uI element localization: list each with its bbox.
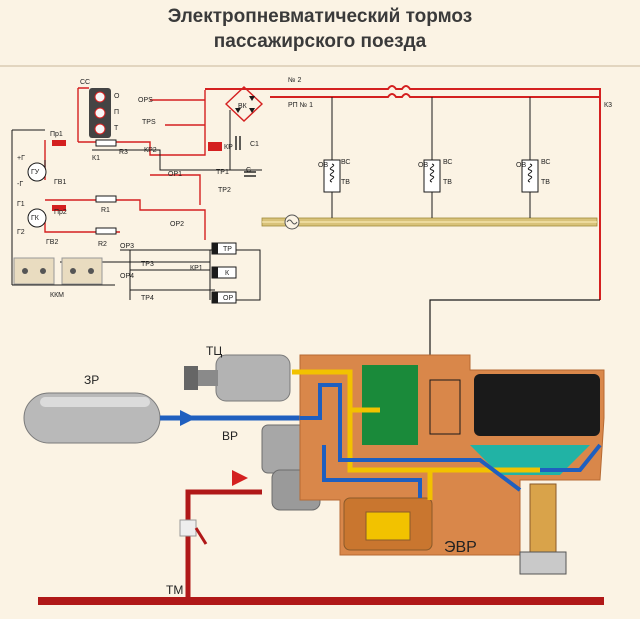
label-wire-2: № 2 [288, 77, 301, 84]
label-tp4: ТР4 [141, 295, 154, 302]
label-gu: ГУ [31, 169, 40, 176]
label-gv1: ГВ1 [54, 179, 66, 186]
label-k1: К1 [92, 155, 100, 162]
label-r3: R3 [119, 149, 128, 156]
title-line-2: пассажирского поезда [213, 31, 427, 52]
label-pr1: Пр1 [50, 131, 63, 138]
gu-generator-icon [27, 162, 47, 182]
label-zr: ЗР [84, 373, 99, 387]
brake-pipe-tm [38, 597, 604, 605]
brake-cylinder-tc [215, 354, 291, 402]
label-gk: ГК [31, 215, 40, 222]
evr-green-board [362, 365, 418, 445]
gk-generator-icon [27, 208, 47, 228]
valve-group-3 [521, 97, 539, 218]
resistor-r3 [95, 139, 117, 147]
label-plus-g: +Г [17, 155, 25, 162]
resistor-r1 [95, 195, 117, 203]
label-kr1: КР1 [190, 265, 203, 272]
label-vr: ВР [222, 429, 238, 443]
label-ov-2: ОВ [418, 162, 428, 169]
release-lamp-icon [94, 91, 106, 103]
label-tp3: ТР3 [141, 261, 154, 268]
label-cc: СС [80, 79, 90, 86]
valve-group-2 [423, 97, 441, 218]
label-kr: КР [224, 144, 233, 151]
label-o: О [114, 93, 120, 100]
evr-chamber [474, 374, 600, 436]
end-cock-icon [179, 519, 197, 537]
valve-group-1 [323, 97, 341, 218]
flow-arrow-icon [232, 470, 248, 486]
relay-kr [208, 142, 222, 151]
label-c: С [246, 167, 251, 174]
label-tv-1: ТВ [341, 179, 350, 186]
label-vs-2: ВС [443, 159, 453, 166]
train-wire-1 [270, 93, 600, 98]
label-r2: R2 [98, 241, 107, 248]
rectifier-bridge [224, 86, 264, 122]
label-pr2: Пр2 [54, 209, 67, 216]
label-tc: ТЦ [206, 344, 222, 358]
label-relay-or: ОР [223, 295, 233, 302]
label-tp1: ТР1 [216, 169, 229, 176]
electric-circuit: № 2 РП № 1 К3 СС О П Т OPS TPS Пр1 Пр2 К… [11, 77, 612, 365]
fuse-pr1 [52, 140, 66, 146]
label-minus-g: -Г [17, 181, 23, 188]
label-op1: ОР1 [168, 171, 182, 178]
label-g1: Г1 [17, 201, 25, 208]
label-vs-1: ВС [341, 159, 351, 166]
label-vs-3: ВС [541, 159, 551, 166]
label-evr: ЭВР [444, 539, 477, 556]
label-op4: ОР4 [120, 273, 134, 280]
label-op3: ОР3 [120, 243, 134, 250]
label-tp2: ТР2 [218, 187, 231, 194]
label-r1: R1 [101, 207, 110, 214]
train-wire-2 [205, 85, 601, 300]
resistor-r2 [95, 227, 117, 235]
label-gv2: ГВ2 [46, 239, 58, 246]
label-k3: К3 [604, 102, 612, 109]
flow-arrow-icon [180, 410, 196, 426]
pneumatic-system: ТЦ ЗР ВР ТМ ЭВР [23, 344, 605, 605]
label-tps: TPS [142, 119, 156, 126]
label-ov-1: ОВ [318, 162, 328, 169]
label-t: Т [114, 125, 119, 132]
label-wire-1: РП № 1 [288, 102, 313, 109]
kkm-contactor-2 [61, 257, 103, 285]
label-ops: OPS [138, 97, 153, 104]
label-relay-tr: ТР [223, 246, 232, 253]
label-relay-k: К [225, 270, 230, 277]
label-tv-3: ТВ [541, 179, 550, 186]
title-line-1: Электропневматический тормоз [167, 6, 473, 27]
kkm-contactor-1 [13, 257, 55, 285]
label-c1: С1 [250, 141, 259, 148]
label-ov-3: ОВ [516, 162, 526, 169]
brake-lamp-icon [94, 123, 106, 135]
label-p: П [114, 109, 119, 116]
label-tm: ТМ [166, 583, 183, 597]
hold-lamp-icon [94, 107, 106, 119]
label-op2: ОР2 [170, 221, 184, 228]
label-tv-2: ТВ [443, 179, 452, 186]
fuse-pr2 [52, 205, 66, 211]
label-kkm: ККМ [50, 292, 64, 299]
label-vk: ВК [238, 103, 248, 110]
label-kr2: КР2 [144, 147, 157, 154]
label-g2: Г2 [17, 229, 25, 236]
